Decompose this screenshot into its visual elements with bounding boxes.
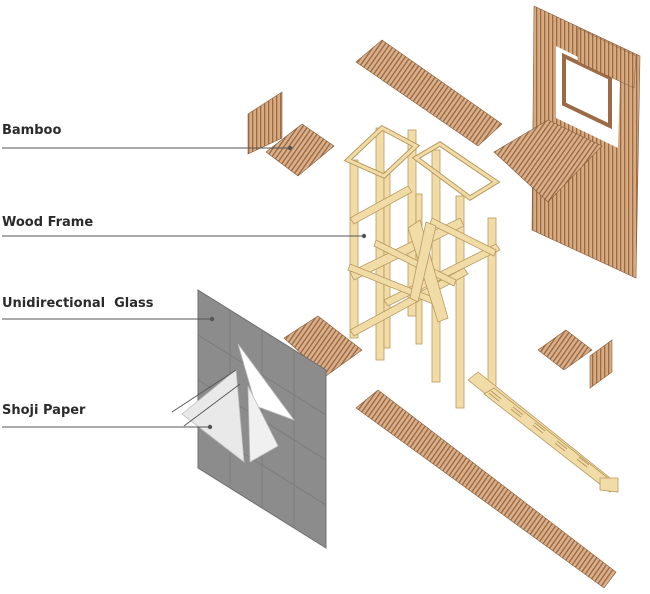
label-wood-frame: Wood Frame [2,215,94,230]
label-unidirectional-glass: Unidirectional Glass [2,296,154,311]
bamboo-roof-strip [355,39,503,147]
leader-dots [207,145,367,430]
label-shoji-paper: Shoji Paper [2,403,86,418]
bamboo-floor-panel [493,119,603,203]
wood-ladder-rungs-highlight [489,391,589,467]
bamboo-small-panels-right [537,329,613,389]
bamboo-ramp-strip [355,389,617,589]
bamboo-small-panels-left [247,91,335,177]
label-bamboo: Bamboo [2,123,62,138]
leader-lines [2,147,364,428]
